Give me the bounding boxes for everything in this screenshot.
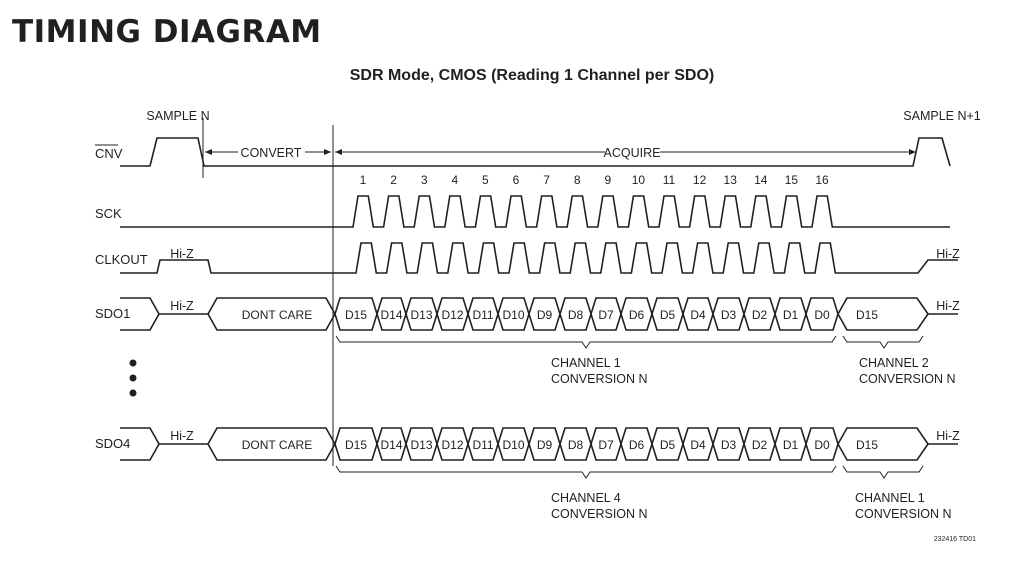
brace-sdo1-next	[842, 335, 924, 349]
sdo4-bit-label: D15	[345, 438, 367, 452]
sdo4-hiz-label: Hi-Z	[170, 429, 194, 443]
sdo1-bit-label: D13	[410, 308, 432, 322]
brace-label-sdo1-main-2: CONVERSION N	[551, 372, 648, 386]
clock-cycle-number: 1	[360, 173, 367, 187]
brace-label-sdo1-next-2: CONVERSION N	[859, 372, 956, 386]
cnv-waveform	[120, 137, 951, 167]
clkout-hiz-right: Hi-Z	[936, 247, 960, 261]
sdo1-bit-label: D3	[721, 308, 737, 322]
acquire-label: ACQUIRE	[604, 146, 661, 160]
sck-waveform	[120, 195, 950, 228]
sample-n-label: SAMPLE N	[146, 109, 209, 123]
convert-label: CONVERT	[241, 146, 302, 160]
brace-label-sdo4-main-1: CHANNEL 4	[551, 491, 621, 505]
sdo1-next-bit-cell	[837, 297, 929, 331]
sdo4-bit-label: D14	[380, 438, 402, 452]
sdo1-next-bit-label: D15	[856, 308, 878, 322]
clock-cycle-number: 4	[451, 173, 458, 187]
ellipsis-dot	[129, 359, 137, 367]
signal-label-clkout: CLKOUT	[95, 252, 148, 267]
sdo4-bus: Hi-Z DONT CARE D15 D14 D13 D12 D11 D10 D9 D8 D7 D6 D…	[120, 427, 960, 461]
signal-label-cnv: CNV	[95, 146, 123, 161]
signal-label-sdo1: SDO1	[95, 306, 130, 321]
sdo4-bit-label: D10	[502, 438, 524, 452]
sdo1-bit-label: D9	[537, 308, 553, 322]
sdo4-trail-hiz-label: Hi-Z	[936, 429, 960, 443]
clock-cycle-number: 2	[390, 173, 397, 187]
figure-id: 232416 TD01	[934, 536, 976, 543]
clock-cycle-number: 3	[421, 173, 428, 187]
clkout-waveform	[120, 242, 958, 274]
sdo1-bit-label: D14	[380, 308, 402, 322]
sdo4-next-bit-cell	[837, 427, 929, 461]
sample-n1-label: SAMPLE N+1	[903, 109, 981, 123]
sdo4-bit-label: D4	[690, 438, 706, 452]
clock-cycle-number: 16	[815, 173, 829, 187]
sdo1-bit-label: D12	[441, 308, 463, 322]
clock-cycle-number: 5	[482, 173, 489, 187]
sdo1-bit-label: D5	[660, 308, 676, 322]
sdo4-bit-label: D0	[814, 438, 830, 452]
clock-cycle-number: 9	[604, 173, 611, 187]
sdo4-bit-label: D3	[721, 438, 737, 452]
sdo1-dont-care-label: DONT CARE	[242, 308, 312, 322]
sdo1-bit-label: D10	[502, 308, 524, 322]
sdo4-bit-label: D6	[629, 438, 645, 452]
sdo4-bit-label: D13	[410, 438, 432, 452]
clock-cycle-number: 6	[513, 173, 520, 187]
sdo4-next-bit-label: D15	[856, 438, 878, 452]
sdo1-bit-label: D6	[629, 308, 645, 322]
brace-label-sdo1-next-1: CHANNEL 2	[859, 356, 929, 370]
sdo4-bit-label: D8	[568, 438, 584, 452]
sdo1-bit-label: D7	[598, 308, 614, 322]
sdo4-bit-label: D11	[472, 438, 493, 452]
sdo1-hiz-label: Hi-Z	[170, 299, 194, 313]
brace-label-sdo4-next-1: CHANNEL 1	[855, 491, 925, 505]
diagram-subtitle: SDR Mode, CMOS (Reading 1 Channel per SD…	[350, 67, 714, 84]
sdo4-dont-care-label: DONT CARE	[242, 438, 312, 452]
brace-sdo4-next	[842, 465, 924, 479]
brace-sdo1-main	[335, 335, 837, 349]
clock-cycle-number: 7	[543, 173, 550, 187]
brace-sdo4-main	[335, 465, 837, 479]
sdo1-bit-label: D1	[783, 308, 799, 322]
clkout-hiz-left: Hi-Z	[170, 247, 194, 261]
clock-cycle-number: 15	[785, 173, 799, 187]
sdo1-trail-hiz-label: Hi-Z	[936, 299, 960, 313]
sdo4-bit-label: D2	[752, 438, 768, 452]
clock-cycle-number: 11	[663, 173, 676, 187]
signal-label-sck: SCK	[95, 206, 122, 221]
clock-cycle-number: 12	[693, 173, 707, 187]
sdo1-bit-label: D11	[472, 308, 493, 322]
brace-label-sdo4-next-2: CONVERSION N	[855, 507, 952, 521]
sdo1-bit-label: D8	[568, 308, 584, 322]
sdo1-bit-label: D2	[752, 308, 768, 322]
clock-cycle-number: 8	[574, 173, 581, 187]
brace-label-sdo4-main-2: CONVERSION N	[551, 507, 648, 521]
page-heading: TIMING DIAGRAM	[12, 14, 322, 50]
sdo1-bit-label: D4	[690, 308, 706, 322]
sdo4-bit-label: D9	[537, 438, 553, 452]
clock-cycle-number: 13	[724, 173, 738, 187]
ellipsis-dot	[129, 374, 137, 382]
sdo4-bit-label: D1	[783, 438, 799, 452]
ellipsis-dot	[129, 389, 137, 397]
sdo1-bit-label: D15	[345, 308, 367, 322]
signal-label-sdo4: SDO4	[95, 436, 130, 451]
sdo1-bus: Hi-Z DONT CARE D15 D14 D13 D12 D11 D10 D9 D8 D7 D6 D…	[120, 297, 960, 331]
sdo4-bit-label: D7	[598, 438, 614, 452]
brace-label-sdo1-main-1: CHANNEL 1	[551, 356, 621, 370]
sdo4-bit-label: D12	[441, 438, 463, 452]
clock-cycle-number: 10	[632, 173, 646, 187]
sdo1-bit-label: D0	[814, 308, 830, 322]
sdo4-bit-label: D5	[660, 438, 676, 452]
clock-cycle-number: 14	[754, 173, 768, 187]
